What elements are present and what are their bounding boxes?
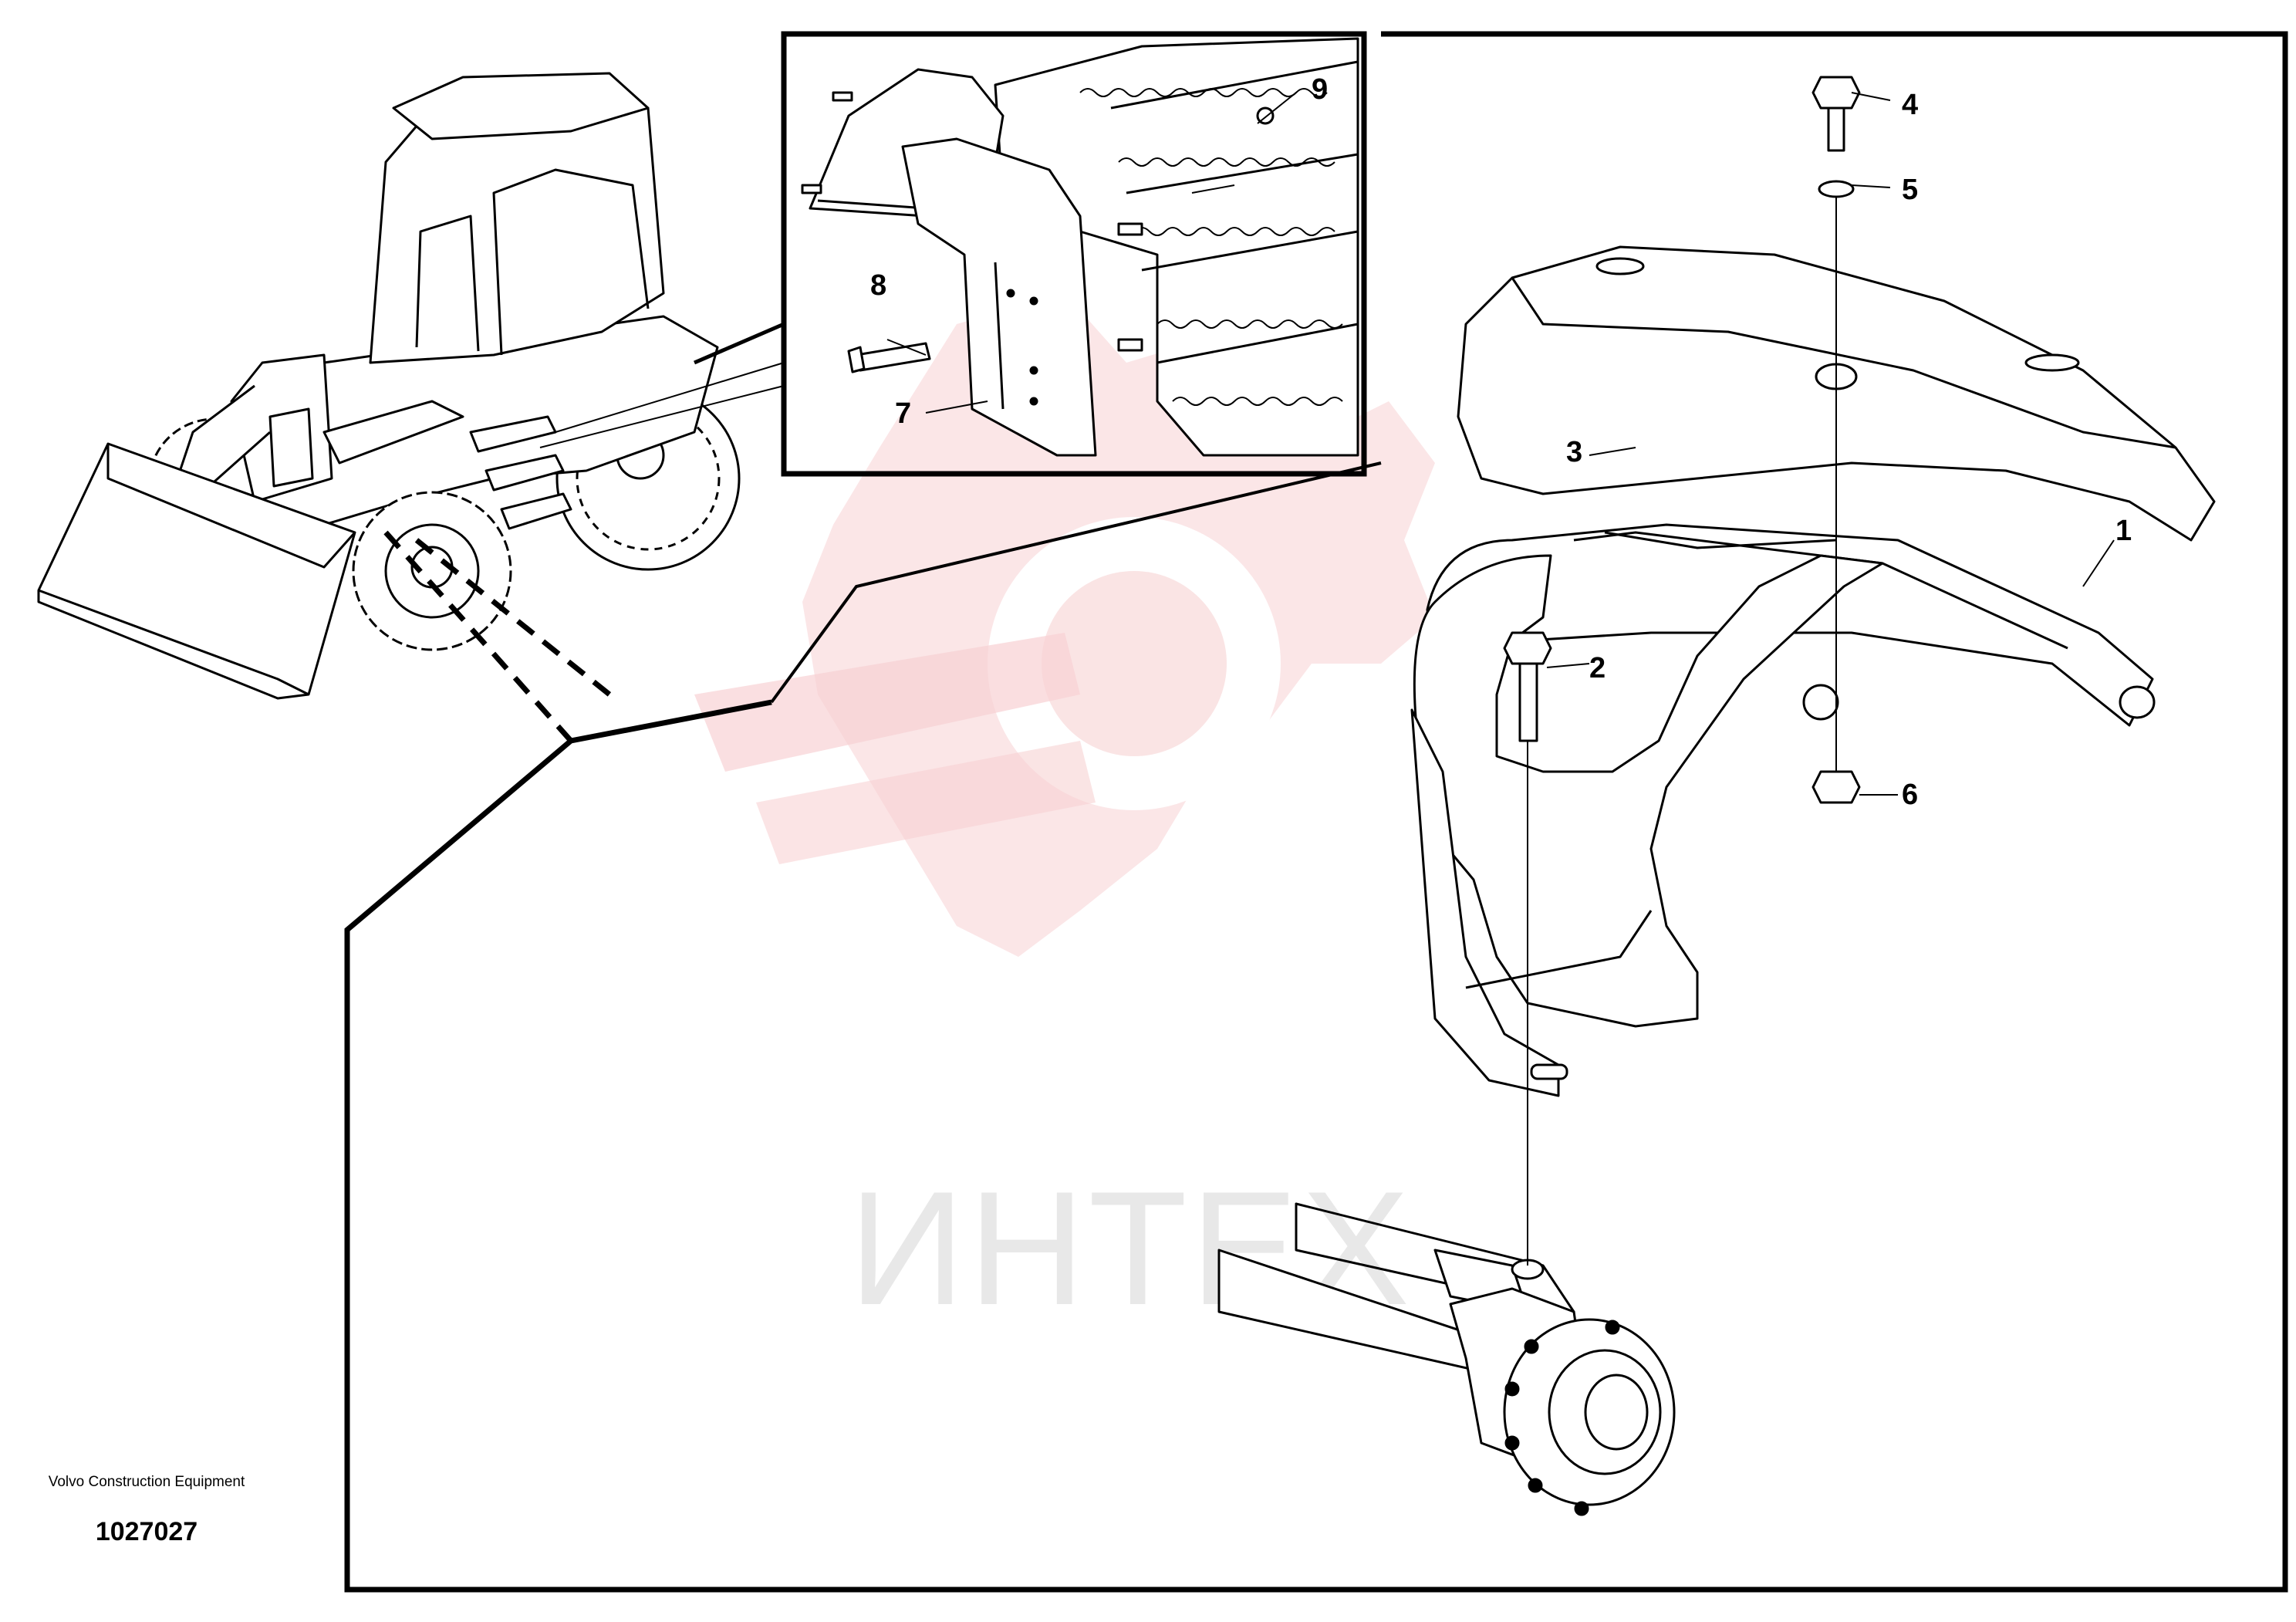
callout-5: 5 <box>1902 174 1918 206</box>
watermark: ИНТЕХ <box>694 293 1435 1339</box>
manufacturer-label: Volvo Construction Equipment <box>48 1474 245 1490</box>
leader-lines <box>886 92 2115 1265</box>
mudflap-detail <box>801 37 1359 457</box>
callout-3: 3 <box>1566 436 1582 468</box>
fender-assembly <box>1217 76 2216 1516</box>
callout-4: 4 <box>1902 89 1918 121</box>
callouts: 1 2 3 4 5 6 7 8 9 <box>870 73 2132 811</box>
main-detail-frame <box>344 31 2288 1593</box>
detail-inset-frame <box>539 31 1367 477</box>
callout-8: 8 <box>870 269 886 302</box>
callout-7: 7 <box>895 397 911 430</box>
callout-9: 9 <box>1312 73 1328 106</box>
callout-6: 6 <box>1902 779 1918 811</box>
callout-2: 2 <box>1589 652 1606 684</box>
watermark-logo <box>694 293 1435 957</box>
callout-1: 1 <box>2115 515 2132 547</box>
machine-overview <box>37 72 741 700</box>
document-number: 1027027 <box>95 1517 198 1546</box>
